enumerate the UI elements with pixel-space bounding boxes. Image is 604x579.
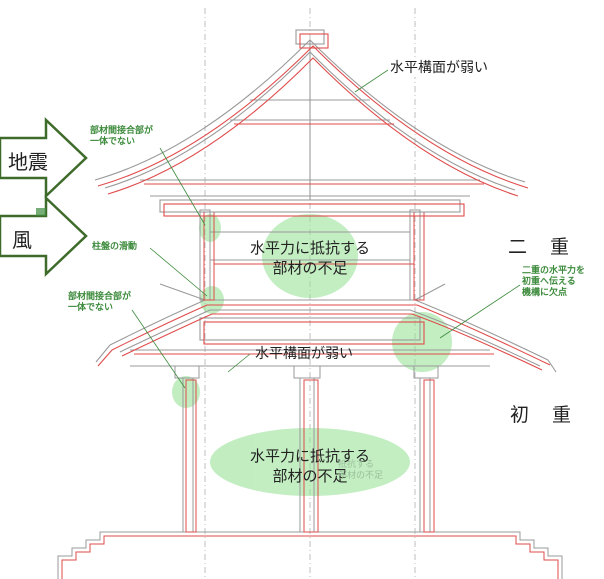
wind-label: 風	[12, 228, 32, 252]
lower-lack-members-ghost-line-1: 抵抗する	[338, 460, 375, 470]
lower-lack-members-ghost-line-2: 部材の不足	[338, 471, 384, 481]
joint-not-integral-lower-line-2: 一体でない	[68, 303, 114, 313]
pillar-sliding-note: 柱盤の滑動	[92, 242, 138, 252]
top-horizontal-weak-note: 水平構面が弱い	[388, 57, 490, 77]
highlight-lower-members	[210, 428, 410, 496]
transfer-defect-line-2: 初重へ伝える	[522, 277, 576, 287]
joint-not-integral-lower-line-1: 部材間接合部が	[68, 292, 132, 302]
earthquake-label: 地震	[8, 150, 48, 174]
lower-lack-members-ghost-note: 抵抗する 部材の不足	[338, 460, 383, 482]
transfer-defect-note: 二重の水平力を 初重へ伝える 機構に欠点	[522, 266, 585, 299]
leader-lines	[131, 69, 521, 389]
lower-horizontal-weak-note: 水平構面が弱い	[255, 346, 353, 362]
joint-not-integral-upper-line-2: 一体でない	[90, 137, 136, 147]
transfer-defect-line-1: 二重の水平力を	[522, 266, 586, 276]
wind-arrow	[0, 195, 88, 277]
transfer-defect-line-3: 機構に欠点	[522, 288, 568, 298]
upper-story-label: 二 重	[508, 236, 572, 258]
joint-not-integral-upper-note: 部材間接合部が 一体でない	[90, 126, 153, 148]
joint-not-integral-lower-note: 部材間接合部が 一体でない	[68, 292, 131, 314]
lower-story-label: 初 重	[510, 404, 574, 426]
highlight-transfer	[392, 312, 452, 372]
lower-lack-members-line-2: 部材の不足	[272, 467, 348, 485]
upper-lack-members-note: 水平力に抵抗する 部材の不足	[236, 238, 384, 278]
upper-columns	[199, 209, 425, 301]
lower-lack-members-note: 水平力に抵抗する 部材の不足	[226, 446, 394, 486]
lower-roof	[95, 283, 557, 373]
upper-lack-members-line-1: 水平力に抵抗する	[249, 239, 370, 257]
joint-not-integral-upper-line-1: 部材間接合部が	[90, 126, 154, 136]
problem-highlights	[172, 214, 452, 496]
lower-lack-members-line-1: 水平力に抵抗する	[249, 447, 370, 465]
highlight-upper-members	[262, 214, 358, 298]
lower-columns	[174, 365, 439, 533]
earthquake-arrow	[0, 117, 88, 199]
upper-roof	[94, 29, 529, 217]
upper-lack-members-line-2: 部材の不足	[272, 259, 348, 277]
